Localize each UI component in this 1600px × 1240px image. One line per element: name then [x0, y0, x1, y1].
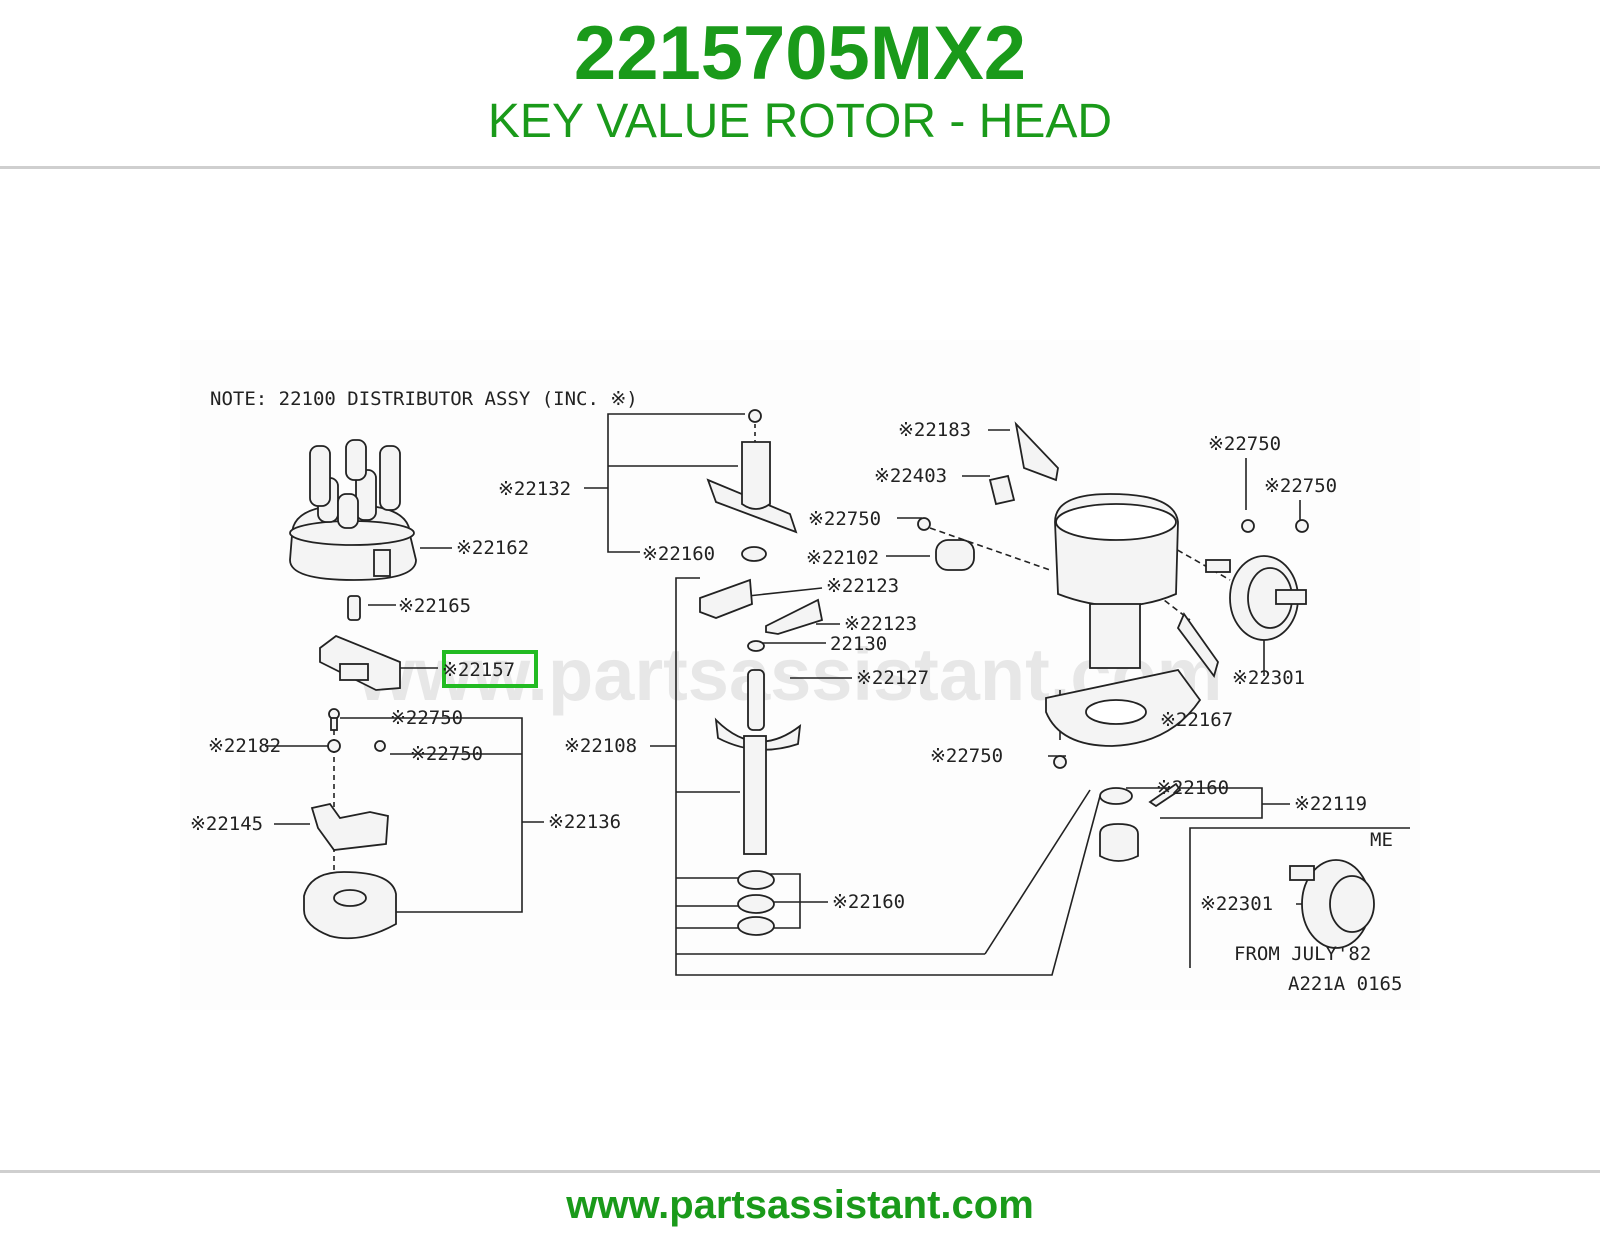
- breaker-plate-icon: [303, 708, 397, 940]
- condenser-icon: [917, 421, 1059, 571]
- part-drawings: [289, 409, 1375, 949]
- footer-website-link[interactable]: www.partsassistant.com: [566, 1183, 1034, 1227]
- label-22182: ※22182: [208, 735, 281, 757]
- label-22162: ※22162: [456, 537, 529, 559]
- leader-lines: [265, 413, 1410, 976]
- label-22119: ※22119: [1294, 793, 1367, 815]
- governor-weight-icon-2: [765, 598, 824, 635]
- footer-divider: [0, 1170, 1600, 1173]
- label-22750-b: ※22750: [410, 743, 483, 765]
- label-22301-b: ※22301: [1200, 893, 1273, 915]
- gear-collar-icon: [1099, 823, 1139, 862]
- shaft-icon: [714, 669, 802, 936]
- label-22123-b: ※22123: [844, 613, 917, 635]
- label-22145: ※22145: [190, 813, 263, 835]
- label-22165: ※22165: [398, 595, 471, 617]
- diagram-note: NOTE: 22100 DISTRIBUTOR ASSY (INC. ※): [210, 388, 638, 410]
- diagram-reference: A221A 0165: [1288, 973, 1402, 995]
- label-22403: ※22403: [874, 465, 947, 487]
- label-22750-f: ※22750: [930, 745, 1003, 767]
- page-header: 2215705MX2 KEY VALUE ROTOR - HEAD: [0, 0, 1600, 168]
- part-number: 2215705MX2: [573, 11, 1027, 96]
- bracket-icon: [706, 409, 798, 534]
- label-from-july: FROM JULY'82: [1234, 943, 1371, 965]
- label-22750-e: ※22750: [1264, 475, 1337, 497]
- label-22102: ※22102: [806, 547, 879, 569]
- header-divider: [0, 166, 1600, 169]
- spring-clip-icon: [1176, 612, 1219, 678]
- label-22301-a: ※22301: [1232, 667, 1305, 689]
- label-22108: ※22108: [564, 735, 637, 757]
- carbon-point-icon: [347, 595, 361, 621]
- label-22160-a: ※22160: [642, 543, 715, 565]
- part-name: KEY VALUE ROTOR - HEAD: [487, 95, 1113, 148]
- label-22136: ※22136: [548, 811, 621, 833]
- label-22160-b: ※22160: [832, 891, 905, 913]
- label-22160-c: ※22160: [1156, 777, 1229, 799]
- label-22123-a: ※22123: [826, 575, 899, 597]
- label-22750-d: ※22750: [1208, 433, 1281, 455]
- washer-icon: [741, 546, 767, 562]
- label-22132: ※22132: [498, 478, 571, 500]
- label-22157-highlighted[interactable]: ※22157: [442, 659, 515, 681]
- label-22750-c: ※22750: [808, 508, 881, 530]
- label-22127: ※22127: [856, 667, 929, 689]
- label-22750-a: ※22750: [390, 707, 463, 729]
- highlight-box: [442, 650, 538, 688]
- label-22183: ※22183: [898, 419, 971, 441]
- label-22167: ※22167: [1160, 709, 1233, 731]
- vacuum-unit-icon: [1205, 519, 1309, 641]
- diagram-labels: NOTE: 22100 DISTRIBUTOR ASSY (INC. ※) ※2…: [190, 388, 1402, 995]
- rotor-head-icon: [319, 634, 401, 691]
- me-vacuum-unit-icon: [1289, 859, 1375, 949]
- distributor-housing-icon: [1045, 493, 1202, 747]
- label-me: ME: [1370, 829, 1393, 851]
- governor-weight-icon: [699, 578, 753, 619]
- distributor-cap-icon: [289, 439, 417, 581]
- label-22130: 22130: [830, 633, 887, 655]
